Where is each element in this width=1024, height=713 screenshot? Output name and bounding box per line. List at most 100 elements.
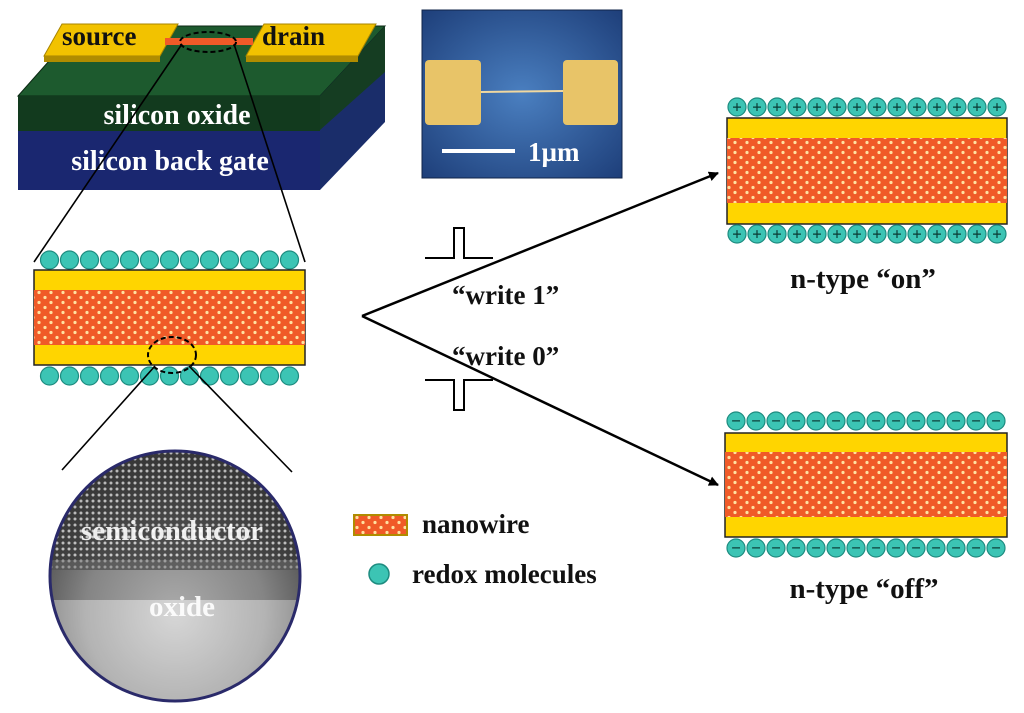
redox-molecule [219,250,240,270]
molecule-charge-symbol: − [991,538,1001,557]
molecule-charge-symbol: + [752,97,762,116]
molecule-charge-symbol: − [971,538,981,557]
redox-molecule [259,250,280,270]
negative-pulse-symbol [425,379,493,411]
molecule-charge-symbol: + [892,97,902,116]
redox-molecule [926,538,946,558]
redox-molecule [766,538,786,558]
molecule-charge-symbol: + [972,224,982,243]
scale-bar-label: 1µm [528,137,580,167]
off-nanowire-core [725,452,1007,517]
off-bottom-molecules: −−−−−−−−−−−−−− [726,538,1006,558]
device-nanowire [165,38,253,45]
redox-molecule [767,224,787,244]
molecule-charge-symbol: + [832,224,842,243]
molecule-charge-symbol: + [732,224,742,243]
molecule-charge-symbol: + [832,97,842,116]
molecule-charge-symbol: + [792,224,802,243]
central-bottom-molecules [39,366,300,386]
micrograph-nanowire [480,90,564,93]
redox-molecule [159,250,180,270]
redox-molecule [927,97,947,117]
molecule-charge-symbol: + [912,97,922,116]
redox-molecule [906,411,926,431]
molecule-charge-symbol: − [951,538,961,557]
redox-molecule [239,366,260,386]
molecule-charge-symbol: − [911,411,921,430]
redox-molecule [119,250,140,270]
micrograph-left-electrode [425,60,481,125]
redox-molecule [179,366,200,386]
redox-molecule [846,411,866,431]
on-nanowire-core [727,138,1007,203]
redox-molecule [887,224,907,244]
write-0-label: “write 0” [452,341,559,371]
write-1-label: “write 1” [452,280,559,310]
molecule-charge-symbol: − [891,538,901,557]
molecule-charge-symbol: − [731,538,741,557]
redox-molecule [806,411,826,431]
molecule-charge-symbol: + [932,97,942,116]
redox-molecule [786,411,806,431]
redox-molecule [866,411,886,431]
central-nanowire-group [33,250,306,386]
redox-molecule [806,538,826,558]
molecule-charge-symbol: − [791,538,801,557]
redox-molecule [826,538,846,558]
redox-molecule [987,224,1007,244]
molecule-charge-symbol: + [992,224,1002,243]
redox-molecule [99,366,120,386]
source-label: source [62,21,137,51]
redox-molecule [846,538,866,558]
tem-image: semiconductor oxide [48,449,302,703]
molecule-charge-symbol: + [992,97,1002,116]
redox-molecule [886,411,906,431]
molecule-charge-symbol: − [751,538,761,557]
redox-molecule [726,538,746,558]
redox-molecule [786,538,806,558]
molecule-charge-symbol: − [951,411,961,430]
redox-molecule [966,538,986,558]
molecule-charge-symbol: + [772,224,782,243]
redox-molecule [139,366,160,386]
redox-molecule [866,538,886,558]
central-nanowire-core [34,290,305,345]
molecule-charge-symbol: + [952,97,962,116]
arrow-write-0 [361,314,719,487]
molecule-charge-symbol: − [751,411,761,430]
redox-molecule [746,411,766,431]
molecule-charge-symbol: + [812,224,822,243]
molecule-charge-symbol: + [772,97,782,116]
redox-molecule [967,224,987,244]
molecule-charge-symbol: + [812,97,822,116]
redox-molecule [747,224,767,244]
redox-molecule [39,250,60,270]
redox-molecule [907,97,927,117]
off-state-nanowire-group: −−−−−−−−−−−−−− −−−−−−−−−−−−−− n-type “of… [724,411,1008,605]
redox-molecule [239,250,260,270]
molecule-charge-symbol: − [811,411,821,430]
redox-molecule [947,97,967,117]
zoom-line-right [233,43,306,263]
redox-molecule [766,411,786,431]
redox-molecule [906,538,926,558]
molecule-charge-symbol: + [912,224,922,243]
silicon-back-gate-layer [18,131,320,190]
redox-molecule [179,250,200,270]
zoom-line-left [33,43,183,263]
redox-molecule [987,97,1007,117]
molecule-charge-symbol: − [931,538,941,557]
redox-molecule [99,250,120,270]
molecule-charge-symbol: − [971,411,981,430]
redox-molecule [946,411,966,431]
molecule-charge-symbol: + [752,224,762,243]
redox-molecule [986,538,1006,558]
redox-molecule [787,97,807,117]
legend-molecules-label: redox molecules [412,559,597,589]
legend-nanowire-swatch [353,514,408,536]
redox-molecule [259,366,280,386]
redox-molecule [199,366,220,386]
on-state-nanowire-group: ++++++++++++++ ++++++++++++++ n-type “on… [726,97,1008,295]
redox-molecule [946,538,966,558]
